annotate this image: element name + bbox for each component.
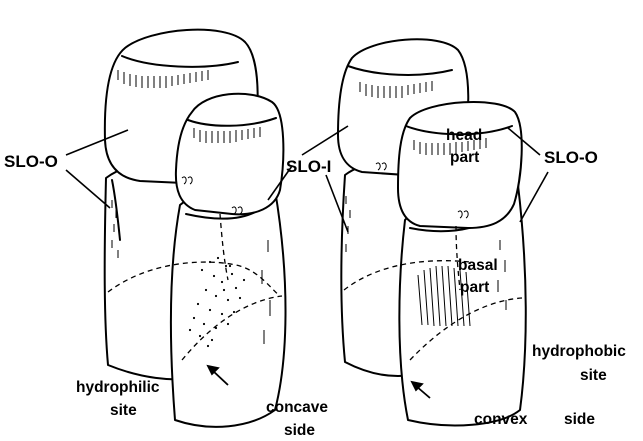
label-concave-side: side <box>284 421 315 441</box>
label-hydrophilic-site: site <box>110 401 137 421</box>
label-hydrophilic: hydrophilic <box>76 378 160 398</box>
label-hydrophobic: hydrophobic <box>532 342 626 362</box>
left-front-basal-block <box>171 185 286 427</box>
label-head: head <box>446 126 482 146</box>
label-basal: basal <box>458 256 498 276</box>
label-slo-o-right: SLO-O <box>544 148 598 167</box>
label-slo-i: SLO-I <box>286 157 331 176</box>
label-concave: concave <box>266 398 328 418</box>
label-head-part: part <box>450 148 479 168</box>
label-slo-o-left: SLO-O <box>4 152 58 171</box>
label-convex-side: side <box>564 410 595 430</box>
left-front-head-block <box>176 94 283 215</box>
label-hydrophobic-site: site <box>580 366 607 386</box>
label-convex: convex <box>474 410 527 430</box>
label-basal-part: part <box>460 278 489 298</box>
